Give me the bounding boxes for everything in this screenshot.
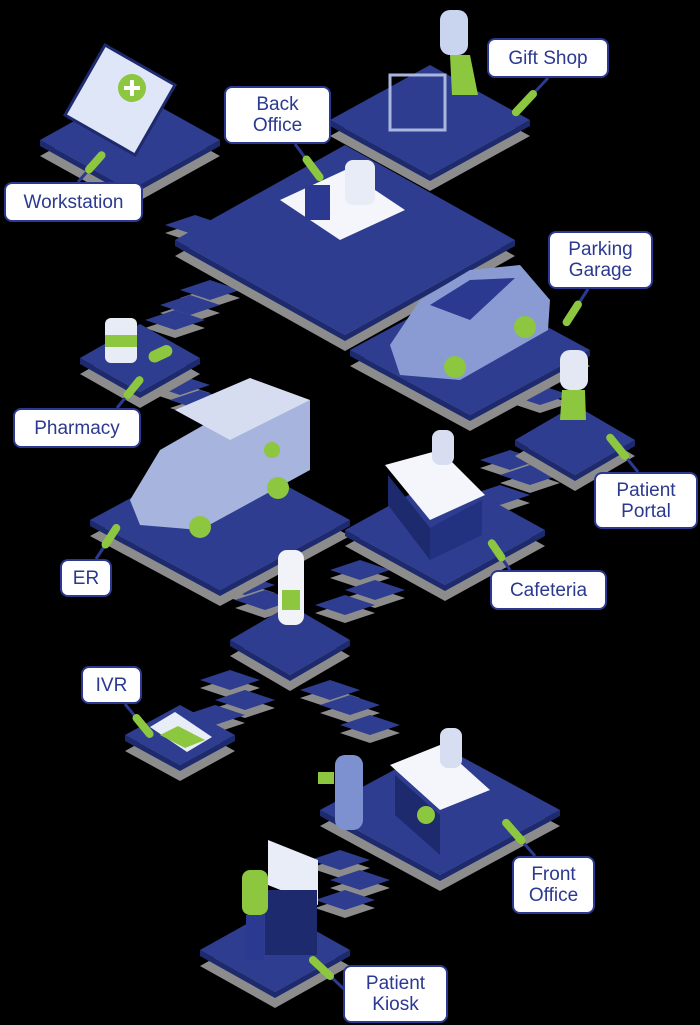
stair-step (145, 310, 205, 330)
visitor-tablet (318, 772, 334, 784)
stair-step (215, 690, 275, 710)
label-front-office[interactable]: Front Office (512, 856, 595, 914)
cafeteria-counter (385, 450, 485, 520)
ambulance (130, 400, 310, 530)
shopping-cart (388, 73, 447, 132)
stair-step (320, 695, 380, 715)
car-window (430, 278, 515, 320)
gift-shop-platform (330, 65, 530, 175)
counter-side (430, 500, 482, 560)
ambulance-wheel (189, 516, 211, 538)
doctor-person (345, 160, 375, 205)
portal-person (560, 350, 588, 390)
label-patient-portal[interactable]: Patient Portal (594, 472, 698, 529)
visitor-person (335, 755, 363, 830)
stair-step (345, 580, 405, 600)
stair-step (310, 850, 370, 870)
ambulance-roof (175, 378, 310, 440)
connector-marker (308, 956, 334, 980)
car-wheel (514, 316, 536, 338)
pill-capsule (148, 345, 173, 363)
patient-portal-platform (515, 405, 635, 475)
label-cafeteria[interactable]: Cafeteria (490, 570, 607, 610)
receptionist (440, 728, 462, 768)
ambulance-cross-icon (264, 442, 280, 458)
ivr-edge (125, 735, 235, 771)
front-desk-cross-icon (417, 806, 435, 824)
label-patient-kiosk[interactable]: Patient Kiosk (343, 965, 448, 1023)
stair-step (315, 595, 375, 615)
car-wheel (444, 356, 466, 378)
connector-marker (85, 151, 106, 174)
connector-marker (132, 714, 154, 738)
label-workstation[interactable]: Workstation (4, 182, 143, 222)
laptop-screen (62, 42, 178, 158)
pill-bottle-label (105, 335, 137, 347)
phone-screen (160, 726, 205, 748)
cross (124, 80, 140, 96)
connector-marker (502, 818, 526, 845)
stair-step (340, 715, 400, 735)
monitor (305, 185, 330, 220)
stair-step (315, 890, 375, 910)
shopper-person (440, 10, 468, 55)
counter-front (388, 475, 430, 560)
stair-step (180, 280, 240, 300)
kiosk-user (242, 870, 268, 915)
connector-marker (302, 155, 324, 182)
kiosk-screen (268, 840, 318, 905)
back-office-platform (175, 145, 515, 335)
stair-step (330, 870, 390, 890)
kiosk-body (265, 890, 317, 955)
shopper-skirt (450, 55, 478, 95)
label-back-office[interactable]: Back Office (224, 86, 331, 144)
connector-marker (123, 376, 144, 399)
stair-step (330, 560, 390, 580)
doctor-person (278, 550, 304, 625)
connector-marker (101, 523, 121, 549)
label-er[interactable]: ER (60, 559, 112, 597)
label-pharmacy[interactable]: Pharmacy (13, 408, 141, 448)
connector-marker (562, 300, 582, 327)
label-parking-garage[interactable]: Parking Garage (548, 231, 653, 289)
connector-marker (511, 90, 537, 117)
label-ivr[interactable]: IVR (81, 666, 142, 704)
connector-marker (606, 433, 629, 460)
stair-step (200, 670, 260, 690)
connector-marker (487, 539, 506, 562)
hallway-platform (230, 605, 350, 675)
doctor-clipboard (282, 590, 300, 610)
portal-person-skirt (560, 390, 586, 420)
front-desk (390, 745, 490, 810)
cafeteria-staff (432, 430, 454, 465)
label-gift-shop[interactable]: Gift Shop (487, 38, 609, 78)
kiosk-user-legs (246, 915, 264, 960)
ambulance-wheel (267, 477, 289, 499)
stair-step (300, 680, 360, 700)
car (390, 265, 550, 380)
